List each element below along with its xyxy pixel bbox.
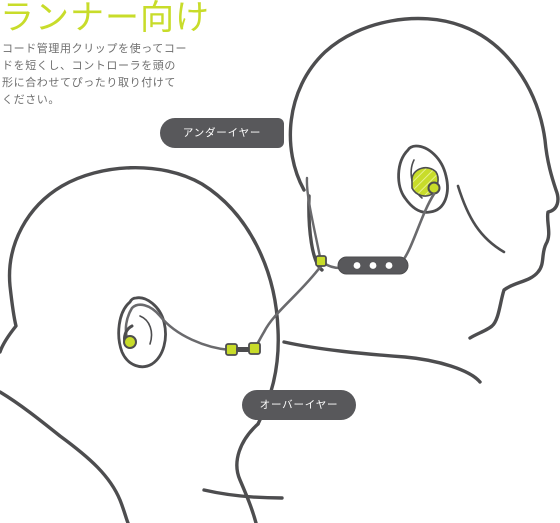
cable-clip-to-left-clip <box>250 264 323 352</box>
cord-management-clip-bar <box>236 347 250 352</box>
cable-left-clip-to-earbud <box>124 303 232 352</box>
description-text: コード管理用クリップを使ってコー ドを短くし、コントローラを頭の 形に合わせてぴ… <box>2 42 188 106</box>
earbud-over-ear <box>123 324 137 349</box>
head-under-ear-outline <box>288 16 560 340</box>
inline-controller <box>337 256 409 275</box>
controller-button-3 <box>385 262 393 269</box>
cord-clip-right-body <box>315 255 327 267</box>
head-over-ear-outline <box>0 165 280 426</box>
cable-right-ear-to-controller <box>398 192 436 266</box>
head-under-ear <box>282 16 560 384</box>
earbud-over-ear-body <box>123 335 137 349</box>
cord-management-clip-right <box>248 342 261 355</box>
cord-management-clip-left <box>225 343 238 356</box>
cord-management-clip <box>225 342 261 356</box>
controller-button-2 <box>369 262 377 269</box>
head-over-ear-neck <box>235 422 260 523</box>
head-under-ear-jaw <box>456 184 506 254</box>
label-under-ear: アンダーイヤー <box>160 118 284 148</box>
label-over-ear: オーバーイヤー <box>242 390 356 420</box>
ear-over-ear-outer <box>117 296 167 369</box>
head-over-ear-shoulder <box>202 488 284 500</box>
cable-clip-to-right-head <box>305 176 323 264</box>
ear-under-ear-outer <box>397 144 449 214</box>
earbud-under-ear <box>411 166 441 197</box>
ear-over-ear <box>117 296 167 369</box>
head-over-ear-face <box>0 390 130 523</box>
cord-clip-right <box>315 255 327 267</box>
earbud-under-ear-body <box>427 181 441 195</box>
ear-over-ear-inner <box>139 315 153 345</box>
head-under-ear-shoulder <box>282 340 482 384</box>
controller-button-1 <box>353 262 361 269</box>
page-title: ランナー向け <box>0 0 210 38</box>
head-over-ear <box>0 165 284 523</box>
